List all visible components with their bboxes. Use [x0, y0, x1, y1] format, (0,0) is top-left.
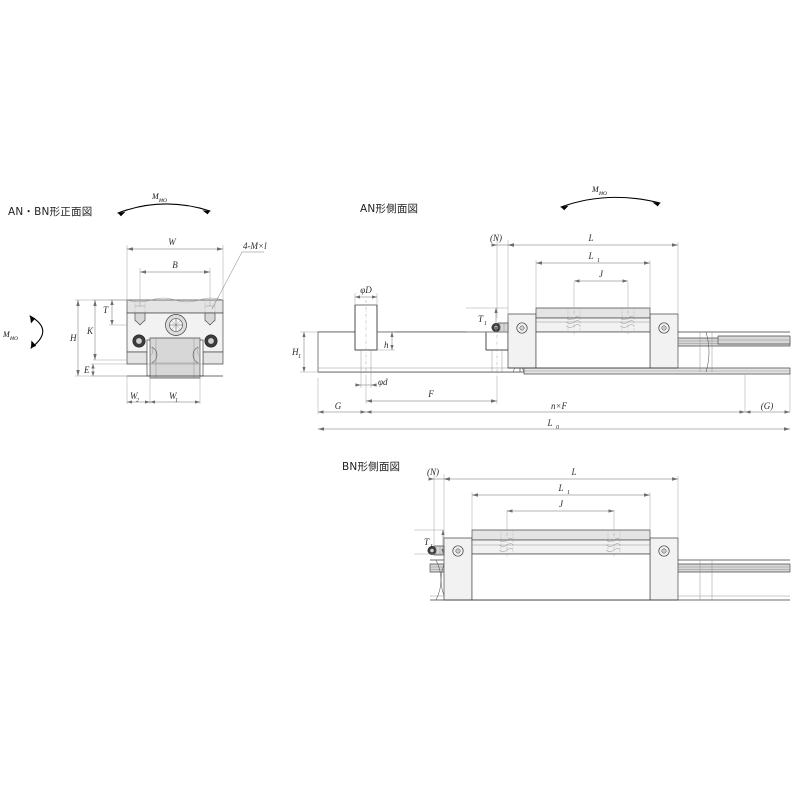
bn-dim-label-T1: T	[424, 537, 430, 547]
dim-sub-L0: 0	[556, 425, 559, 431]
dim-J: J	[573, 269, 629, 304]
dim-label-N: (N)	[490, 233, 502, 243]
bn-dim-label-N: (N)	[427, 467, 439, 477]
an-side-title: AN形側面図	[360, 202, 418, 215]
moment-sublabel-left-front: ĦO	[9, 336, 18, 342]
an-grease-nipple	[491, 322, 509, 333]
moment-arc-left-front	[29, 315, 44, 349]
moment-label-left-front: M	[2, 330, 11, 339]
dim-N: (N)	[490, 233, 514, 318]
dim-label-W: W	[168, 237, 177, 247]
an-side-view: AN形側面図 M ĦO	[291, 185, 791, 431]
dim-h: h	[377, 331, 395, 351]
dim-phid: φd	[355, 374, 388, 388]
dim-sub-L1: 1	[597, 258, 600, 264]
bn-grease-nipple	[427, 545, 445, 556]
bn-dim-label-L1: L	[557, 483, 563, 493]
dim-label-L0: L	[546, 418, 552, 428]
bn-side-view: BN形側面図	[342, 460, 791, 601]
bn-dim-label-J: J	[559, 499, 564, 509]
dim-L1: L 1	[535, 251, 651, 308]
bn-dim-J: J	[506, 499, 615, 526]
front-view-title: AN・BN形正面図	[8, 206, 92, 218]
dim-label-H1: H	[291, 347, 299, 357]
dim-E: E	[83, 363, 127, 377]
moment-sublabel-an-side: ĦO	[598, 191, 607, 197]
dim-phiD: φD	[354, 285, 378, 305]
dim-H1: H 1	[291, 331, 318, 373]
moment-arc-an-side: M ĦO	[560, 185, 661, 211]
moment-arc-top-front	[117, 203, 211, 217]
dim-label-G: G	[335, 401, 342, 411]
moment-label-top-front: M	[151, 192, 160, 201]
dim-B: B	[139, 260, 211, 306]
bn-dim-L: L	[444, 467, 679, 538]
dim-label-W2: W	[130, 391, 139, 401]
dim-label-L1: L	[587, 251, 593, 261]
bn-carriage	[427, 526, 679, 601]
dim-label-h: h	[384, 340, 389, 350]
moment-sublabel-top-front: ĦO	[158, 198, 167, 204]
dim-label-J: J	[599, 269, 604, 279]
dim-label-nF: n×F	[551, 401, 568, 411]
dim-sub-W2: 2	[136, 398, 139, 404]
dim-label-H: H	[69, 333, 77, 343]
dim-label-E: E	[83, 365, 90, 375]
dim-label-B: B	[172, 260, 178, 270]
dim-label-phiD: φD	[360, 285, 372, 295]
front-view: AN・BN形正面図 M ĦO M ĦO	[2, 192, 267, 404]
callout-4-M-x-l: 4-M×l	[211, 241, 267, 310]
dim-label-L: L	[587, 233, 593, 243]
bn-side-title: BN形側面図	[342, 460, 400, 473]
moment-label-an-side: M	[591, 185, 600, 194]
bn-dim-label-L: L	[570, 467, 576, 477]
bn-dim-sub-T1: 1	[430, 544, 433, 550]
bn-dim-T1: T 1	[414, 529, 445, 555]
dim-label-T: T	[103, 305, 109, 315]
dim-F: F	[365, 378, 498, 404]
dim-label-K: K	[86, 326, 94, 336]
dim-label-W1: W	[169, 391, 178, 401]
dim-W2-W1: W 2 W 1	[126, 376, 201, 404]
dim-G: G	[317, 378, 366, 414]
bn-dim-L1: L 1	[471, 483, 651, 530]
dim-label-phid: φd	[378, 377, 388, 387]
dim-W: W	[126, 237, 224, 300]
dim-Gp: (G)	[745, 374, 791, 414]
dim-sub-W1: 1	[175, 398, 178, 404]
dim-label-Gp: (G)	[761, 401, 774, 411]
front-mounting-holes	[134, 300, 216, 326]
dim-nF: n×F	[366, 374, 746, 414]
dim-L: L	[508, 233, 679, 314]
front-center-ball-detail	[165, 314, 187, 336]
dim-label-T1: T	[478, 314, 484, 324]
bn-dim-sub-L1: 1	[567, 490, 570, 496]
dim-sub-T1: 1	[484, 321, 487, 327]
dim-T: T	[103, 299, 127, 326]
front-carriage-body	[126, 297, 224, 379]
dim-sub-H1: 1	[298, 354, 301, 360]
an-carriage	[491, 304, 679, 369]
dim-label-F: F	[427, 389, 434, 399]
dim-T1: T 1	[466, 307, 508, 333]
dim-H: H	[69, 299, 127, 377]
dim-L0: L 0	[318, 418, 790, 431]
callout-label: 4-M×l	[243, 241, 267, 251]
